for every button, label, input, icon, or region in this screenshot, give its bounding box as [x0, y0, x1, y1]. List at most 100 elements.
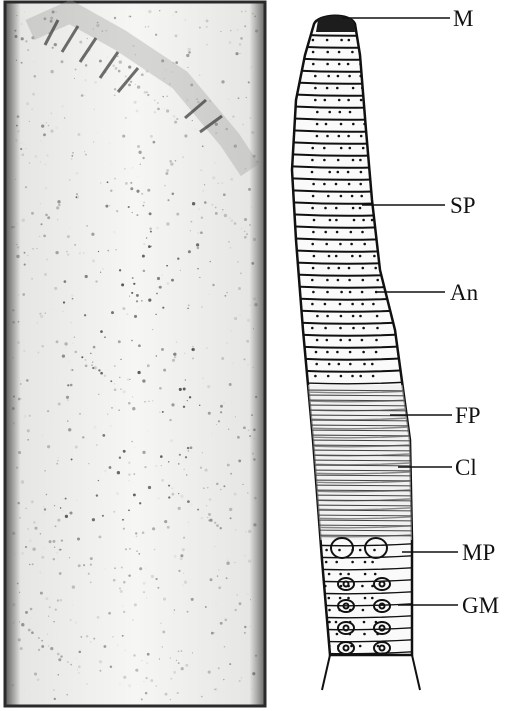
speckle — [122, 135, 125, 138]
speckle — [123, 390, 126, 393]
speckle — [44, 187, 47, 190]
setae-dot — [316, 135, 319, 138]
speckle — [173, 671, 176, 674]
speckle — [166, 282, 169, 285]
speckle — [64, 117, 65, 118]
speckle — [220, 411, 222, 413]
speckle — [248, 429, 250, 431]
speckle — [22, 219, 25, 222]
speckle — [188, 250, 191, 253]
speckle — [69, 179, 71, 181]
speckle — [161, 465, 162, 466]
setae-dot — [326, 279, 329, 282]
speckle — [74, 244, 76, 246]
speckle — [173, 115, 176, 118]
speckle — [251, 262, 254, 265]
setae-dot — [340, 195, 343, 198]
speckle — [25, 186, 27, 188]
speckle — [12, 309, 14, 311]
speckle — [80, 636, 82, 638]
setae-dot — [371, 597, 374, 600]
speckle — [132, 396, 133, 397]
speckle — [57, 200, 60, 203]
setae-dot — [371, 147, 374, 150]
speckle — [188, 450, 190, 452]
speckle — [161, 348, 164, 351]
speckle — [71, 348, 74, 351]
speckle — [50, 112, 52, 114]
speckle — [30, 617, 31, 618]
speckle — [155, 578, 157, 580]
speckle — [59, 572, 62, 575]
setae-dot — [324, 303, 327, 306]
speckle — [54, 698, 56, 700]
setae-dot — [340, 291, 343, 294]
speckle — [154, 111, 156, 113]
speckle — [143, 270, 146, 273]
setae-dot — [313, 621, 316, 624]
speckle — [134, 315, 137, 318]
speckle — [253, 297, 256, 300]
speckle — [76, 195, 79, 198]
speckle — [130, 81, 132, 83]
speckle — [55, 251, 58, 254]
speckle — [29, 564, 30, 565]
setae-dot — [315, 363, 318, 366]
setae-dot — [340, 147, 343, 150]
speckle — [214, 162, 216, 164]
setae-dot — [339, 573, 342, 576]
setae-dot — [312, 51, 315, 54]
speckle — [232, 362, 234, 364]
setae-dot — [373, 111, 376, 114]
speckle — [24, 252, 26, 254]
setae-dot — [359, 207, 362, 210]
speckle — [123, 676, 126, 679]
setae-dot — [360, 99, 363, 102]
speckle — [77, 669, 78, 670]
speckle — [215, 212, 218, 215]
speckle — [217, 183, 219, 185]
speckle — [123, 528, 125, 530]
speckle — [183, 573, 184, 574]
setae-dot — [339, 303, 342, 306]
speckle — [184, 581, 187, 584]
speckle — [143, 582, 146, 585]
speckle — [27, 528, 28, 529]
speckle — [111, 407, 113, 409]
speckle — [142, 255, 145, 258]
speckle — [94, 108, 95, 109]
speckle — [109, 196, 111, 198]
setae-dot — [337, 75, 340, 78]
speckle — [205, 469, 208, 472]
setae-dot — [324, 231, 327, 234]
speckle — [178, 570, 180, 572]
setae-dot — [364, 51, 367, 54]
setae-dot — [325, 243, 328, 246]
speckle — [155, 465, 157, 467]
setae-dot — [315, 609, 318, 612]
setae-dot — [312, 291, 315, 294]
setae-dot — [311, 597, 314, 600]
speckle — [252, 366, 254, 368]
speckle — [252, 13, 253, 14]
speckle — [214, 522, 216, 524]
setae-dot — [313, 549, 316, 552]
setae-dot — [372, 375, 375, 378]
speckle — [221, 80, 224, 83]
setae-dot — [348, 267, 351, 270]
speckle — [142, 379, 145, 382]
speckle — [60, 373, 62, 375]
speckle — [93, 141, 94, 142]
speckle — [71, 295, 73, 297]
speckle — [167, 199, 169, 201]
setae-dot — [325, 549, 328, 552]
setae-dot — [371, 219, 374, 222]
speckle — [216, 424, 217, 425]
speckle — [108, 612, 111, 615]
speckle — [158, 287, 160, 289]
speckle — [76, 172, 79, 175]
speckle — [238, 287, 241, 290]
speckle — [110, 190, 112, 192]
speckle — [208, 513, 211, 516]
